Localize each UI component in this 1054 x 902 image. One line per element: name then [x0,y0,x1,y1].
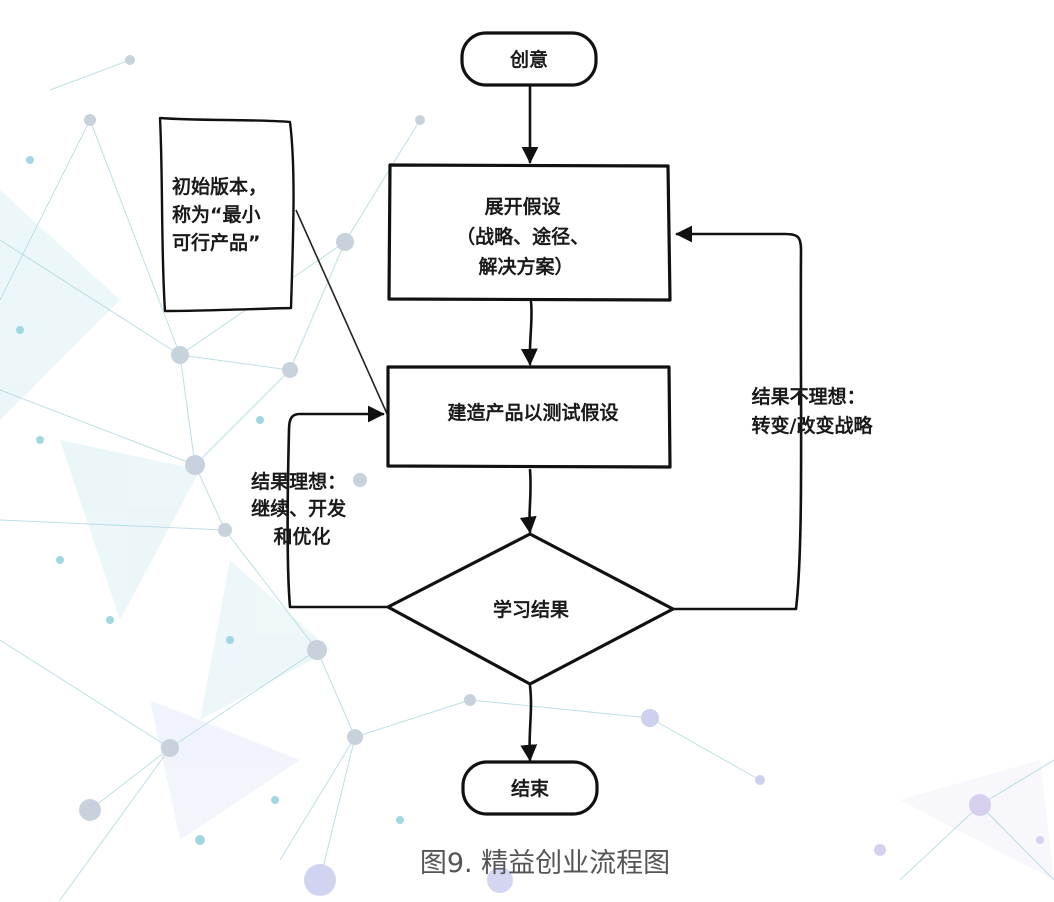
edge-label-good-line-1: 结果理想： [251,470,346,493]
edge-label-bad-line-2: 转变/改变战略 [752,414,874,437]
node-hypothesis-label: 展开假设 （战略、途径、 解决方案） [456,195,596,278]
figure-caption: 图9. 精益创业流程图 [420,848,670,879]
network-nodes [16,55,1044,896]
edge-build-to-learn [519,468,537,534]
node-learn-label: 学习结果 [493,598,569,621]
edge-hypothesis-to-build [520,300,538,366]
node-hypothesis [387,163,672,302]
edge-label-good-line-2: 继续、开发 [251,497,347,520]
node-end [461,760,599,816]
edge-label-good-line-3: 和优化 [273,525,330,548]
edge-label-bad-line-1: 结果不理想： [752,385,866,408]
edge-learn-to-end [520,684,538,762]
node-start-label: 创意 [509,48,548,71]
edge-label-bad: 结果不理想： 转变/改变战略 [752,385,874,437]
note-mvp-line-3: 可行产品” [172,231,261,254]
edge-label-good: 结果理想： 继续、开发 和优化 [251,470,353,548]
note-mvp [158,116,295,313]
node-hypothesis-line-2: （战略、途径、 [456,225,589,248]
note-mvp-label: 初始版本， 称为“最小 可行产品” [172,175,274,254]
network-polygons [0,190,1054,880]
node-end-label: 结束 [511,777,550,800]
note-mvp-line-2: 称为“最小 [172,203,261,226]
node-learn [386,532,675,686]
edge-bad-result-loop [670,225,803,611]
node-build [386,365,672,469]
node-hypothesis-line-3: 解决方案） [478,255,573,278]
node-hypothesis-line-1: 展开假设 [485,195,561,218]
edge-good-result-loop [286,405,390,609]
note-connector [295,209,389,417]
node-build-label: 建造产品以测试假设 [447,401,618,424]
node-start [460,31,598,87]
network-lines [0,59,1054,901]
note-mvp-line-1: 初始版本， [172,175,267,198]
